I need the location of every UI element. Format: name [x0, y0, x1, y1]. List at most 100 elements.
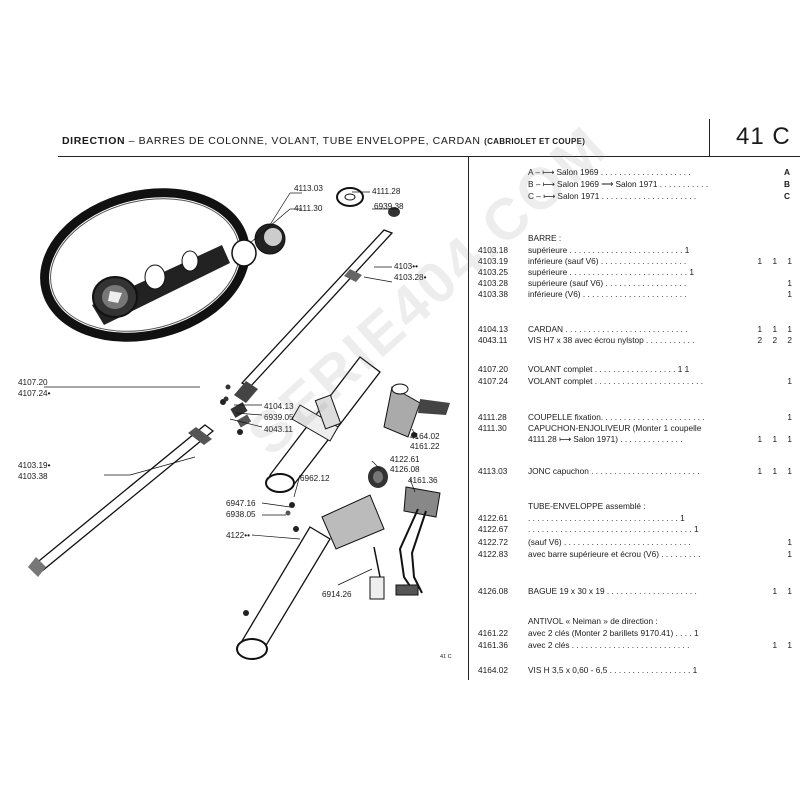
legend-key: B	[784, 179, 790, 189]
part-desc: avec 2 clés . . . . . . . . . . . . . . …	[528, 640, 690, 650]
bush	[368, 466, 388, 488]
part-ref: 4103.19	[478, 256, 508, 266]
part-desc: CAPUCHON-ENJOLIVEUR (Monter 1 coupelle	[528, 423, 702, 433]
parts-row: 4122.83 avec barre supérieure et écrou (V…	[470, 549, 800, 560]
legend-text: B – ⟼ Salon 1969 ⟶ Salon 1971 . . . . . …	[528, 179, 709, 189]
part-desc: inférieure (V6) . . . . . . . . . . . . …	[528, 289, 687, 299]
label-6939-05: 6939.05	[264, 413, 294, 422]
label-4104-13: 4104.13	[264, 402, 294, 411]
part-desc: BARRE :	[528, 233, 562, 243]
parts-row: 4107.20 VOLANT complet . . . . . . . . . …	[470, 364, 800, 375]
part-qty: 1	[787, 289, 796, 299]
part-ref: 4103.25	[478, 267, 508, 277]
part-desc: avec 2 clés (Monter 2 barillets 9170.41)…	[528, 628, 699, 638]
legend-row: A – ⟼ Salon 1969 . . . . . . . . . . . .…	[528, 167, 798, 177]
label-4111-28: 4111.28	[372, 187, 401, 196]
parts-row: 4164.02 VIS H 3,5 x 0,60 - 6,5 . . . . . …	[470, 665, 800, 676]
parts-row: 4103.38 inférieure (V6) . . . . . . . . .…	[470, 289, 800, 300]
part-ref: 4107.24	[478, 376, 508, 386]
part-qty: 1	[787, 278, 796, 288]
legend-key: C	[784, 191, 790, 201]
part-desc: supérieure . . . . . . . . . . . . . . .…	[528, 245, 690, 255]
cap-parts	[231, 187, 400, 267]
title-rest: – BARRES DE COLONNE, VOLANT, TUBE ENVELO…	[125, 135, 485, 147]
part-qty: 2 2 2	[757, 335, 796, 345]
part-desc: CARDAN . . . . . . . . . . . . . . . . .…	[528, 324, 688, 334]
part-ref: 4107.20	[478, 364, 508, 374]
part-qty: 1 1	[772, 586, 796, 596]
legend-key: A	[784, 167, 790, 177]
page-header: DIRECTION – BARRES DE COLONNE, VOLANT, T…	[0, 119, 800, 157]
part-desc: avec barre supérieure et écrou (V6) . . …	[528, 549, 701, 559]
part-ref: 4126.08	[478, 586, 508, 596]
part-qty: 1	[787, 537, 796, 547]
part-ref: 4103.38	[478, 289, 508, 299]
part-ref: 4103.18	[478, 245, 508, 255]
parts-row: 4103.18 supérieure . . . . . . . . . . . …	[470, 245, 800, 256]
part-qty: 1 1 1	[757, 256, 796, 266]
label-4126-08: 4126.08	[390, 465, 420, 474]
part-ref: 4111.28	[478, 412, 507, 422]
parts-row: 4122.72 (sauf V6) . . . . . . . . . . . .…	[470, 537, 800, 548]
leader-lines	[44, 191, 419, 586]
catalog-page: DIRECTION – BARRES DE COLONNE, VOLANT, T…	[0, 119, 800, 680]
label-6914-26: 6914.26	[322, 590, 352, 599]
part-ref: 4104.13	[478, 324, 508, 334]
page-title: DIRECTION – BARRES DE COLONNE, VOLANT, T…	[62, 135, 585, 147]
page-number: 41 C	[736, 123, 791, 150]
title-suffix: (CABRIOLET ET COUPE)	[484, 137, 586, 146]
parts-list: A – ⟼ Salon 1969 . . . . . . . . . . . .…	[470, 157, 800, 680]
lower-shaft	[28, 424, 215, 577]
part-desc: VIS H 3,5 x 0,60 - 6,5 . . . . . . . . .…	[528, 665, 698, 675]
label-4043-11: 4043.11	[264, 425, 293, 434]
part-desc: . . . . . . . . . . . . . . . . . . . . …	[528, 524, 699, 534]
label-6962-12: 6962.12	[300, 474, 330, 483]
label-4103-38: 4103.38	[18, 472, 48, 481]
part-desc: (sauf V6) . . . . . . . . . . . . . . . …	[528, 537, 691, 547]
label-4161-22: 4161.22	[410, 442, 440, 451]
part-ref: 4122.67	[478, 524, 508, 534]
lower-tube	[236, 494, 385, 660]
part-ref: 4111.30	[478, 423, 507, 433]
header-divider	[709, 119, 710, 156]
part-qty: 1 1 1	[757, 324, 796, 334]
cardan-joint	[220, 399, 252, 435]
header-rule	[58, 156, 800, 157]
part-desc: . . . . . . . . . . . . . . . . . . . . …	[528, 513, 685, 523]
part-ref: 4164.02	[478, 665, 508, 675]
label-4103-a: 4103••	[394, 262, 418, 271]
label-4107-20: 4107.20	[18, 378, 48, 387]
legend-text: C – ⟼ Salon 1971 . . . . . . . . . . . .…	[528, 191, 697, 201]
label-6938-05: 6938.05	[226, 510, 256, 519]
parts-row: 4126.08 BAGUE 19 x 30 x 19 . . . . . . . …	[470, 586, 800, 597]
parts-row: ANTIVOL « Neiman » de direction :	[470, 616, 800, 627]
part-qty: 1	[787, 549, 796, 559]
part-qty: 1 1 1	[757, 434, 796, 444]
part-qty: 1 1	[772, 640, 796, 650]
part-ref: 4122.61	[478, 513, 508, 523]
part-desc: TUBE-ENVELOPPE assemblé :	[528, 501, 646, 511]
part-desc: JONC capuchon . . . . . . . . . . . . . …	[528, 466, 700, 476]
label-4122: 4122••	[226, 531, 250, 540]
label-4103-28: 4103.28•	[394, 273, 427, 282]
part-ref: 4122.72	[478, 537, 508, 547]
parts-row: TUBE-ENVELOPPE assemblé :	[470, 501, 800, 512]
part-qty: 1 1 1	[757, 466, 796, 476]
footer-code: 41 C	[440, 654, 452, 660]
label-4161-36: 4161.36	[408, 476, 438, 485]
label-4111-30: 4111.30	[294, 204, 323, 213]
legend-text: A – ⟼ Salon 1969 . . . . . . . . . . . .…	[528, 167, 691, 177]
steering-diagram: 4113.03 4111.28 4111.30 6939.38 4103•• 4…	[18, 184, 450, 660]
part-desc: VOLANT complet . . . . . . . . . . . . .…	[528, 364, 690, 374]
title-main: DIRECTION	[62, 135, 126, 147]
part-ref: 4122.83	[478, 549, 508, 559]
part-ref: 4103.28	[478, 278, 508, 288]
part-desc: BAGUE 19 x 30 x 19 . . . . . . . . . . .…	[528, 586, 697, 596]
